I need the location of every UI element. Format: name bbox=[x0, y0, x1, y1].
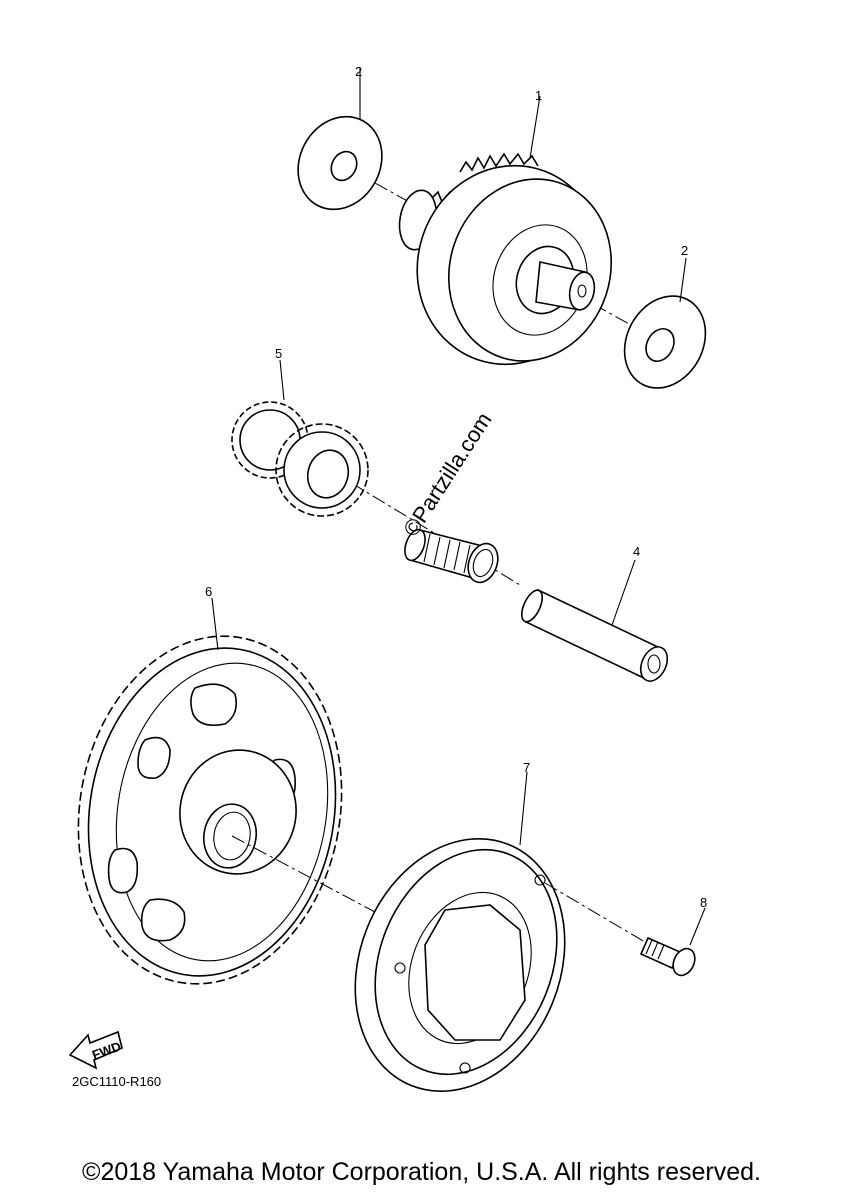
part-6-starter-wheel-gear[interactable] bbox=[52, 615, 369, 1005]
part-2-washer-upper[interactable] bbox=[282, 102, 398, 224]
leader-line-p1 bbox=[529, 95, 541, 159]
leader-line-p6 bbox=[211, 597, 219, 651]
copyright-notice: ©2018 Yamaha Motor Corporation, U.S.A. A… bbox=[82, 1158, 761, 1186]
part-2-washer-lower[interactable] bbox=[609, 282, 721, 402]
part-7-one-way-clutch[interactable] bbox=[319, 807, 602, 1123]
leader-line-p7 bbox=[519, 771, 528, 846]
leader-line-p8 bbox=[689, 907, 706, 946]
watermark-text: ©Partzilla.com bbox=[398, 408, 496, 541]
callout-6: 6 bbox=[205, 584, 212, 599]
axis-line-8 bbox=[544, 882, 651, 946]
fwd-arrow-icon: FWD bbox=[68, 1030, 123, 1070]
part-5-idler-gear[interactable] bbox=[231, 401, 521, 586]
part-8-bolt[interactable] bbox=[639, 936, 699, 979]
part-4-shaft[interactable] bbox=[518, 587, 673, 685]
axis-line-6 bbox=[231, 835, 376, 913]
parts-diagram: 2 1 2 5 bbox=[52, 64, 721, 1123]
callout-1: 1 bbox=[535, 88, 542, 103]
part-1-clutch-gear-assembly[interactable] bbox=[374, 141, 641, 388]
callout-5: 5 bbox=[275, 346, 282, 361]
leader-line-p4 bbox=[611, 559, 636, 626]
leader-line-p2b bbox=[679, 257, 687, 303]
callout-2-upper: 2 bbox=[355, 64, 362, 79]
needle-bearing[interactable] bbox=[401, 527, 503, 587]
callout-2-lower: 2 bbox=[681, 243, 688, 258]
callout-4: 4 bbox=[633, 544, 640, 559]
callout-7: 7 bbox=[523, 760, 530, 775]
callout-8: 8 bbox=[700, 895, 707, 910]
leader-line-p5 bbox=[279, 359, 285, 401]
diagram-code: 2GC1110-R160 bbox=[72, 1074, 161, 1089]
